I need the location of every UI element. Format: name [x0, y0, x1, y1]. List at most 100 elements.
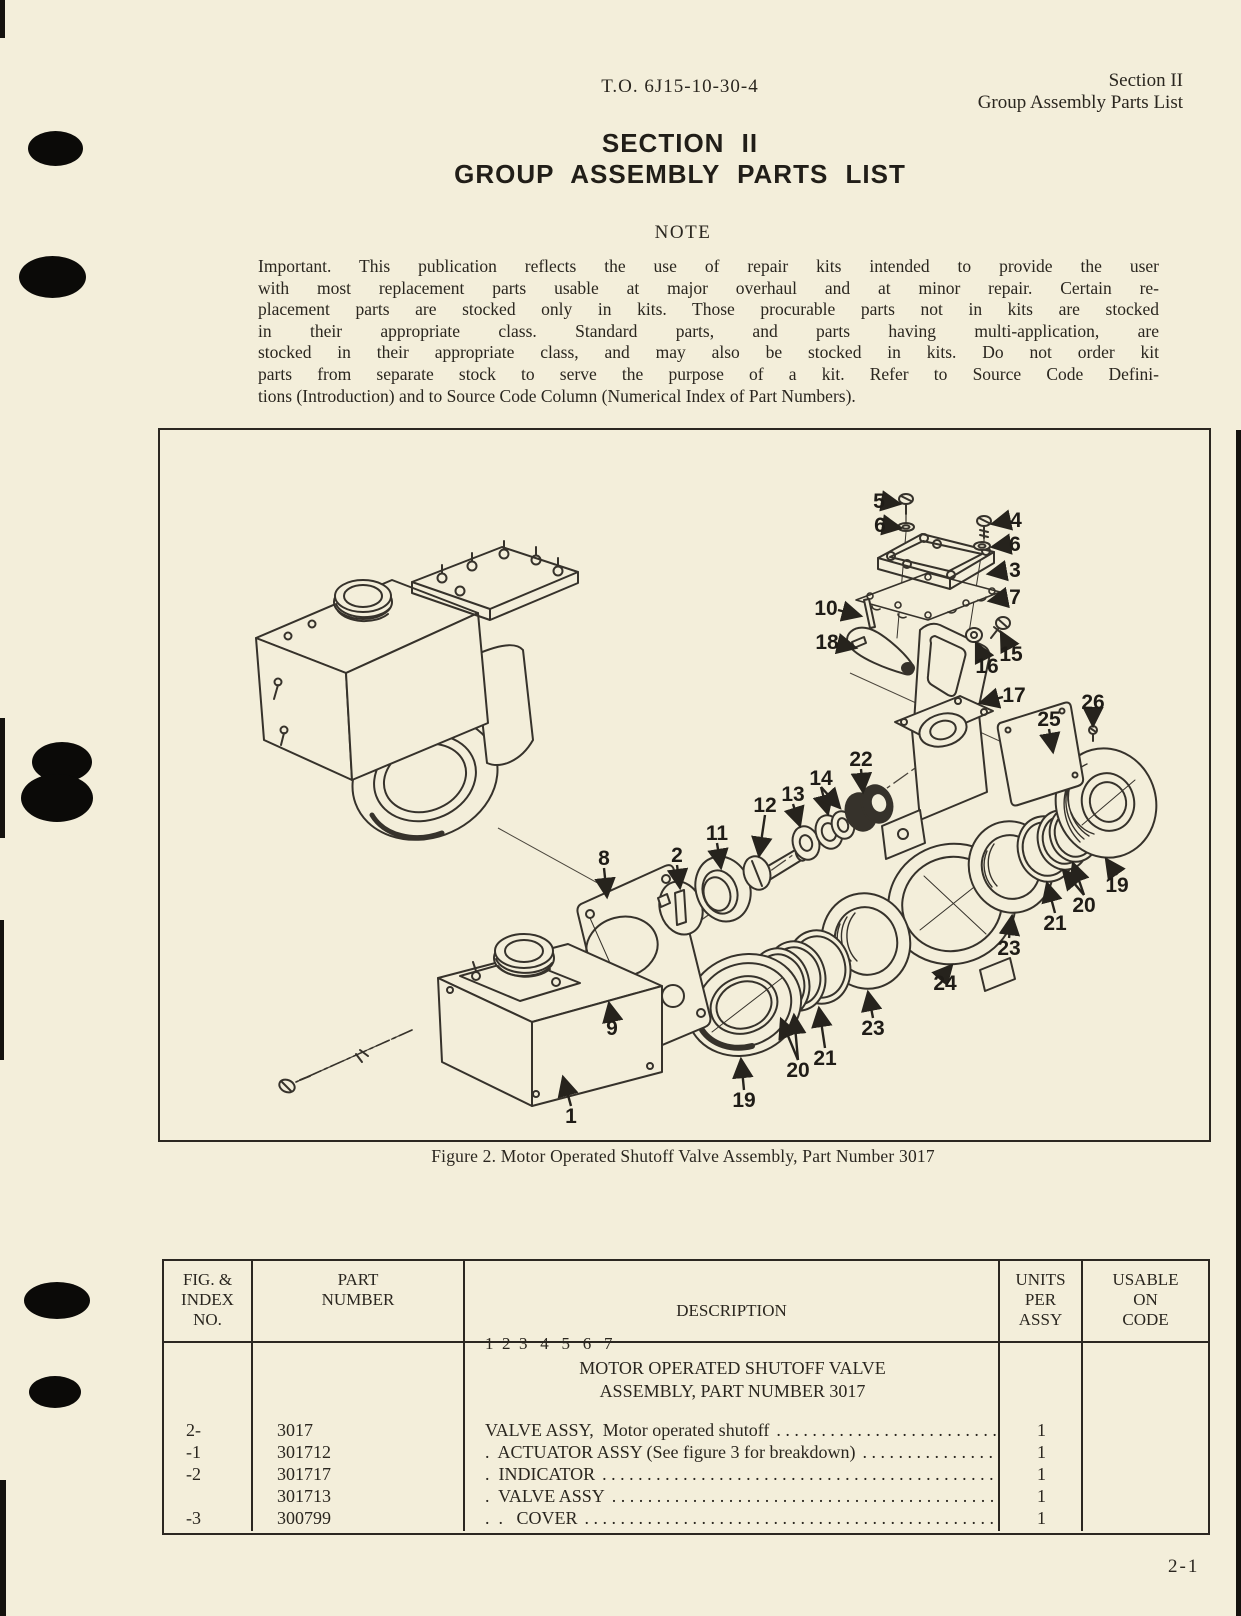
cell-fig-index: -1: [186, 1442, 201, 1462]
col-header-fig-index: FIG. & INDEX NO.: [164, 1261, 253, 1361]
callout-number: 10: [814, 597, 837, 620]
callout-number: 14: [809, 767, 833, 790]
scan-edge: [0, 1480, 6, 1616]
punch-hole: [19, 256, 86, 298]
col-header-units: UNITS PER ASSY: [1000, 1261, 1083, 1361]
callout-number: 8: [598, 847, 610, 870]
table-rows: 2- 3017 VALVE ASSY, Motor operated shutoff…: [164, 1419, 1208, 1529]
table-row: -1 301712 . ACTUATOR ASSY (See figure 3 fo…: [164, 1441, 1208, 1463]
note-line: Important. This publication reflects the…: [258, 256, 1159, 276]
callout-number: 21: [1043, 912, 1067, 935]
table-header-row: FIG. & INDEX NO. PART NUMBER DESCRIPTION…: [164, 1261, 1208, 1361]
header-section-line2: Group Assembly Parts List: [977, 92, 1183, 113]
table-row: 301713 . VALVE ASSY. . . . . . . . . . . …: [164, 1485, 1208, 1507]
screw-26: [1088, 725, 1098, 742]
note-line: in their appropriate class. Standard par…: [258, 320, 1159, 341]
cell-units-per-assy: 1: [1037, 1486, 1046, 1506]
callout-number: 16: [975, 655, 998, 678]
callout-number: 17: [1002, 684, 1025, 707]
table-group-title: MOTOR OPERATED SHUTOFF VALVE ASSEMBLY, P…: [579, 1358, 886, 1401]
callout-number: 13: [781, 783, 804, 806]
cell-part-number: 3017: [277, 1420, 313, 1440]
shaft-parts: [657, 784, 894, 936]
callout-number: 15: [999, 643, 1023, 666]
note-paragraph: Important. This publication reflects the…: [258, 256, 1159, 407]
cell-fig-index: [164, 1485, 253, 1507]
scan-edge: [0, 0, 5, 38]
cell-units-per-assy: 1: [1037, 1508, 1046, 1528]
cell-description: . . COVER. . . . . . . . . . . . . . . .…: [485, 1508, 1000, 1528]
note-line: parts from separate stock to serve the p…: [258, 363, 1159, 384]
page-number: 2-1: [1168, 1556, 1200, 1577]
cell-units-per-assy: 1: [1037, 1442, 1046, 1462]
note-line: tions (Introduction) and to Source Code …: [258, 385, 856, 406]
page-title: SECTION II GROUP ASSEMBLY PARTS LIST: [160, 128, 1200, 190]
description-indent-numbers: 1 2 3 4 5 6 7: [485, 1334, 613, 1353]
callout-number: 11: [706, 822, 729, 845]
cell-units-per-assy: 1: [1037, 1464, 1046, 1484]
cell-part-number: 301717: [277, 1464, 331, 1484]
callout-number: 20: [1072, 894, 1095, 917]
cell-part-number: 301712: [277, 1442, 331, 1462]
figure-caption: Figure 2. Motor Operated Shutoff Valve A…: [431, 1146, 935, 1166]
callout-number: 21: [813, 1047, 837, 1070]
note-line: stocked in their appropriate class, and …: [258, 342, 1159, 363]
col-header-part-number: PART NUMBER: [253, 1261, 465, 1361]
callout-number: 18: [815, 631, 839, 654]
cell-fig-index: -2: [186, 1464, 201, 1484]
callout-number: 5: [873, 490, 885, 513]
table-row: -3 300799 . . COVER. . . . . . . . . . . .…: [164, 1507, 1208, 1529]
cell-fig-index: -3: [186, 1508, 201, 1528]
header-section-line1: Section II: [1108, 70, 1183, 91]
cell-part-number: 300799: [277, 1508, 331, 1528]
scan-edge: [1236, 430, 1241, 1616]
cell-part-number: 301713: [277, 1486, 331, 1506]
cell-description: VALVE ASSY, Motor operated shutoff. . . …: [485, 1420, 1000, 1440]
scan-edge: [0, 920, 4, 1060]
note-line: placement parts are stocked only in kits…: [258, 299, 1159, 320]
exploded-diagram: 5646371018151617252622141312112891192021…: [255, 490, 1158, 1128]
note-line: with most replacement parts usable at ma…: [258, 277, 1159, 298]
callout-number: 22: [849, 748, 872, 771]
cell-description: . VALVE ASSY. . . . . . . . . . . . . . …: [485, 1486, 1000, 1506]
callout-number: 2: [671, 844, 683, 867]
callout-number: 20: [786, 1059, 809, 1082]
cell-description: . ACTUATOR ASSY (See figure 3 for breakd…: [485, 1442, 1000, 1462]
note-heading: NOTE: [654, 222, 712, 243]
callout-number: 23: [997, 937, 1020, 960]
punch-hole: [24, 1282, 90, 1319]
callout-number: 26: [1081, 691, 1104, 714]
col-header-usable: USABLE ON CODE: [1112, 1270, 1179, 1329]
page-title-line1: SECTION II: [601, 128, 759, 158]
callout-number: 23: [861, 1017, 884, 1040]
left-seal-stack: [685, 892, 912, 1058]
actuator-box: [278, 933, 663, 1107]
scan-edge: [0, 718, 5, 838]
description-label: DESCRIPTION: [676, 1301, 787, 1320]
callout-number: 25: [1037, 708, 1061, 731]
punch-hole: [21, 774, 93, 822]
cell-fig-index: 2-: [186, 1420, 201, 1440]
table-body-columns: [164, 1343, 1208, 1531]
punch-hole: [28, 131, 83, 166]
parts-table: FIG. & INDEX NO. PART NUMBER DESCRIPTION…: [162, 1259, 1210, 1535]
callout-number: 6: [1009, 533, 1021, 556]
callout-number: 19: [1105, 874, 1128, 897]
callout-number: 4: [1010, 509, 1022, 532]
punch-hole: [29, 1376, 81, 1408]
page-title-line2: GROUP ASSEMBLY PARTS LIST: [454, 159, 906, 189]
callout-number: 12: [753, 794, 776, 817]
callout-number: 3: [1009, 559, 1021, 582]
callout-number: 24: [933, 972, 957, 995]
cell-units-per-assy: 1: [1037, 1420, 1046, 1440]
col-header-description: DESCRIPTION 1 2 3 4 5 6 7: [465, 1261, 1000, 1361]
table-row: 2- 3017 VALVE ASSY, Motor operated shutoff…: [164, 1419, 1208, 1441]
callout-number: 7: [1009, 586, 1021, 609]
assembled-valve-unit: [255, 540, 579, 841]
to-number: T.O. 6J15-10-30-4: [601, 76, 759, 97]
callout-number: 9: [606, 1017, 618, 1040]
